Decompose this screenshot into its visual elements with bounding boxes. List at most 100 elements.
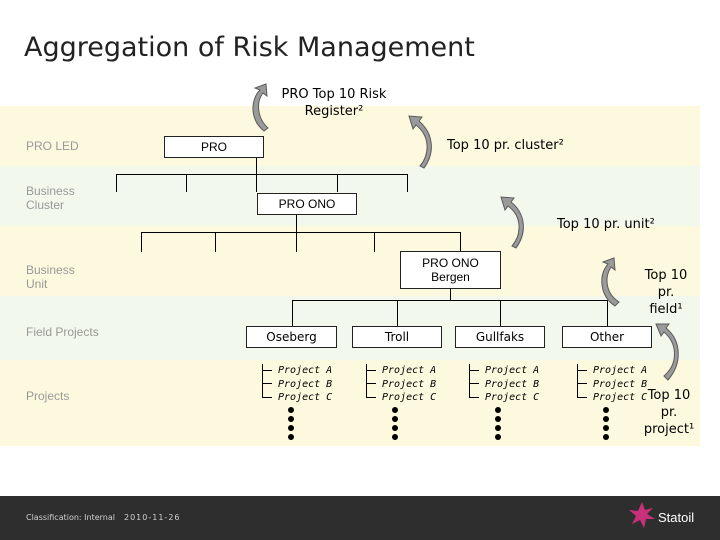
curved-arrow-icon [252,83,269,132]
callout-top10-cluster: Top 10 pr. cluster² [447,138,564,153]
project-tick [577,383,587,384]
ellipsis-dot [392,416,398,422]
ellipsis-dot [288,425,294,431]
curved-arrow-icon [655,323,679,381]
project-list-text: Project A Project B Project C [485,364,555,405]
project-tick [577,397,587,398]
connector-unit-tick-3 [296,232,297,252]
ellipsis-dot [392,434,398,440]
connector-cluster-tick-4 [337,174,338,192]
project-tick [469,397,479,398]
project-list-text: Project A Project B Project C [382,364,452,405]
project-tick [366,383,376,384]
connector-field-tick-4 [607,300,608,326]
ellipsis-dot [603,416,609,422]
project-item: Project C [593,392,648,403]
connector-cluster-tick-5 [407,174,408,192]
project-item: Project C [278,392,333,403]
project-item: Project C [382,392,437,403]
ellipsis-dot [603,434,609,440]
project-list-spine [469,364,470,398]
project-tick [262,383,272,384]
connector-unit-tick-5 [460,232,461,252]
statoil-logo-text: Statoil [658,510,695,525]
footer-bar [0,496,720,540]
ellipsis-dot [495,407,501,413]
project-tick [469,370,479,371]
connector-field-tick-3 [500,300,501,326]
connector-cluster-tick-2 [186,174,187,192]
connector-unit-bar [141,232,460,233]
connector-field-bar [292,300,608,301]
ellipsis-dots-oseberg [287,407,295,443]
ellipsis-dot [495,416,501,422]
field-box-oseberg: Oseberg [246,326,337,348]
connector-field-tick-2 [397,300,398,326]
level-label-projects: Projects [26,389,70,403]
project-tick [366,397,376,398]
ellipsis-dot [392,425,398,431]
project-item: Project A [278,365,333,376]
project-tick [262,370,272,371]
project-tick [262,397,272,398]
curved-arrow-icon [500,196,524,249]
connector-ono-down [296,214,297,233]
page-title: Aggregation of Risk Management [24,32,475,63]
ellipsis-dot [288,434,294,440]
connector-pro-down [256,157,257,175]
project-list-text: Project A Project B Project C [278,364,348,405]
project-list-spine [577,364,578,398]
connector-unit-tick-4 [374,232,375,252]
connector-unit-tick-1 [141,232,142,252]
box-pro-ono-bergen: PRO ONO Bergen [400,251,501,289]
band-pro-led [0,106,700,166]
footer-classification: Classification: Internal [26,513,116,522]
callout-top10-project: Top 10 pr. project¹ [643,388,695,437]
ellipsis-dot [288,407,294,413]
statoil-logo-icon [629,502,655,528]
ellipsis-dots-gullfaks [494,407,502,443]
connector-bergen-down [450,288,451,300]
callout-risk-register: PRO Top 10 Risk Register² [281,87,387,119]
callout-top10-unit: Top 10 pr. unit² [557,217,655,232]
level-label-business-cluster: Business Cluster [26,184,75,212]
project-item: Project A [485,365,540,376]
project-tick [366,370,376,371]
field-box-troll: Troll [352,326,442,348]
ellipsis-dot [392,407,398,413]
connector-cluster-bar [116,174,407,175]
ellipsis-dot [495,434,501,440]
band-business-unit [0,226,700,296]
level-label-business-unit: Business Unit [26,263,75,291]
project-item: Project B [278,378,333,390]
project-item: Project B [382,378,437,390]
level-label-field-projects: Field Projects [26,325,99,339]
ellipsis-dot [603,407,609,413]
connector-field-tick-1 [292,300,293,326]
curved-arrow-icon [601,257,620,307]
ellipsis-dot [288,416,294,422]
box-pro-ono: PRO ONO [257,193,357,215]
project-tick [469,383,479,384]
box-pro: PRO [164,136,264,158]
project-item: Project B [485,378,540,390]
level-label-pro-led: PRO LED [26,139,79,153]
curved-arrow-icon [408,115,432,169]
ellipsis-dot [603,425,609,431]
connector-cluster-tick-1 [116,174,117,192]
footer-date: 2010-11-26 [124,513,181,522]
project-item: Project A [593,365,648,376]
ellipsis-dots-troll [391,407,399,443]
project-list-text: Project A Project B Project C [593,364,663,405]
project-list-spine [366,364,367,398]
project-item: Project C [485,392,540,403]
project-item: Project A [382,365,437,376]
connector-unit-tick-2 [215,232,216,252]
project-list-spine [262,364,263,398]
callout-top10-field: Top 10 pr. field¹ [644,268,688,317]
connector-cluster-tick-3 [256,174,257,192]
ellipsis-dots-other [602,407,610,443]
project-item: Project B [593,378,648,390]
project-tick [577,370,587,371]
